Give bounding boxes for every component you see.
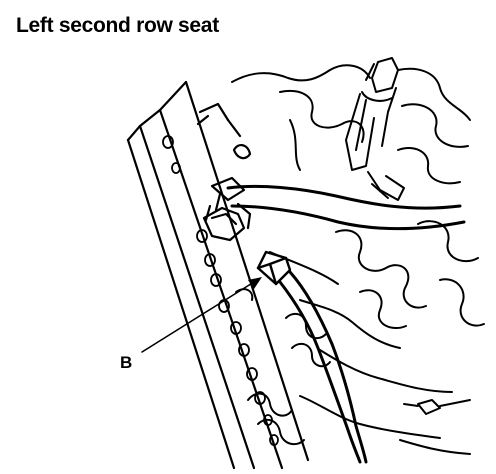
upper-harness-wire <box>226 184 466 231</box>
seat-rail <box>126 80 310 470</box>
callout-arrowhead <box>248 277 262 289</box>
upper-bracket <box>345 57 405 201</box>
connector-b <box>256 250 292 286</box>
callout-leader-line <box>141 281 255 353</box>
lower-harness-wire <box>278 270 368 464</box>
floor-carpet-outline <box>231 64 485 455</box>
lower-right-connector <box>403 399 471 415</box>
lower-carpet-folds <box>235 288 331 446</box>
figure-title: Left second row seat <box>16 14 219 37</box>
callout-label-b: B <box>120 353 132 372</box>
rail-holes <box>162 135 279 446</box>
harness-clip-bracket <box>202 144 252 242</box>
